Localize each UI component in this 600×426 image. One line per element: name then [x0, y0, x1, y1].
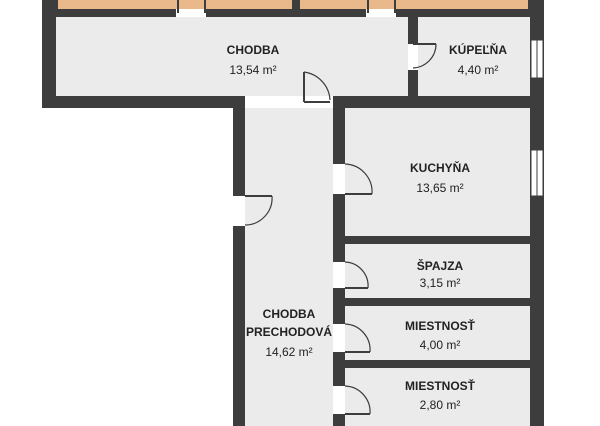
room-miestnost-1: MIESTNOSŤ 4,00 m² [345, 306, 530, 360]
room-miestnost-1-area: 4,00 m² [420, 338, 461, 352]
door-top-left [176, 0, 206, 17]
window-kupelna [530, 39, 544, 79]
door-chodba-prechodova [303, 71, 333, 108]
room-miestnost-2-name: MIESTNOSŤ [405, 378, 476, 393]
room-chodba-area: 13,54 m² [229, 63, 276, 77]
room-spajza: ŠPAJZA 3,15 m² [345, 244, 530, 298]
door-kupelna [408, 43, 437, 70]
room-chodba-prechodova: CHODBA PRECHODOVÁ 14,62 m² [245, 108, 333, 426]
top-rooms-cropped [42, 0, 544, 17]
room-chodba-prechodova-area: 14,62 m² [265, 345, 312, 359]
room-kupelna-name: KÚPEĽŇA [449, 42, 507, 57]
door-kuchyna [333, 163, 373, 195]
room-kuchyna: KUCHYŇA 13,65 m² [345, 108, 530, 236]
window-kuchyna [530, 149, 544, 197]
room-kupelna-area: 4,40 m² [458, 63, 499, 77]
room-kuchyna-area: 13,65 m² [416, 181, 463, 195]
door-left-corridor [233, 195, 273, 226]
door-miestnost-1 [333, 323, 371, 353]
room-miestnost-2: MIESTNOSŤ 2,80 m² [345, 368, 530, 426]
room-kupelna: KÚPEĽŇA 4,40 m² [418, 17, 530, 96]
room-chodba: CHODBA 13,54 m² [56, 17, 408, 96]
door-miestnost-2 [333, 385, 371, 415]
room-chodba-prechodova-name-2: PRECHODOVÁ [246, 324, 332, 339]
room-kuchyna-name: KUCHYŇA [410, 160, 470, 175]
room-chodba-prechodova-name-1: CHODBA [263, 307, 316, 321]
room-miestnost-1-name: MIESTNOSŤ [405, 318, 476, 333]
room-spajza-name: ŠPAJZA [417, 258, 464, 273]
door-top-right [366, 0, 396, 17]
room-chodba-name: CHODBA [227, 43, 280, 57]
room-miestnost-2-area: 2,80 m² [420, 398, 461, 412]
door-spajza [333, 261, 369, 289]
room-spajza-area: 3,15 m² [420, 276, 461, 290]
